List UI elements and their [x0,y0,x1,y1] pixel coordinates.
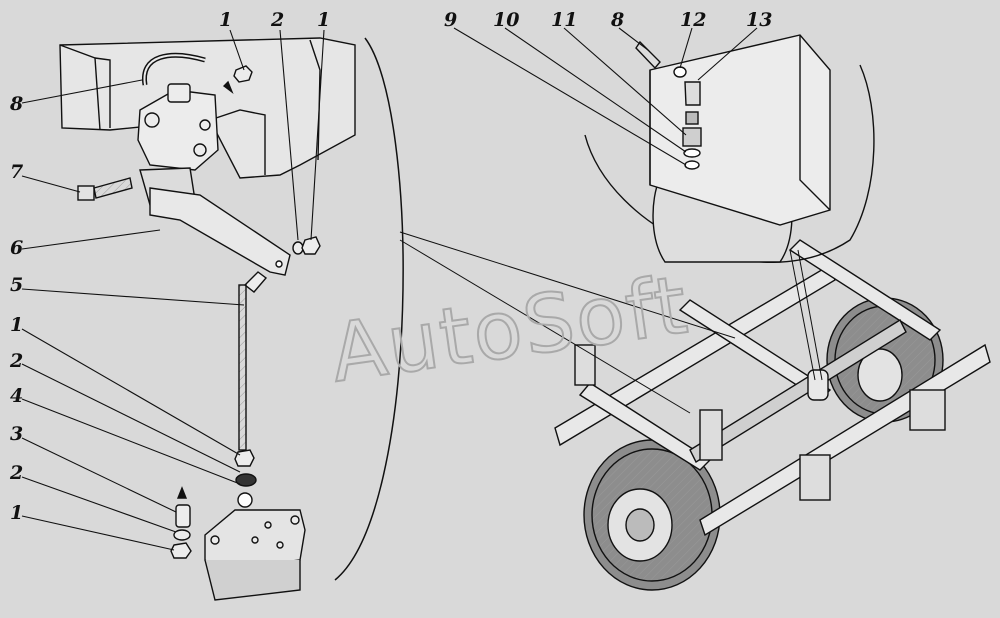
callout-2-mid: 2 [9,350,23,372]
callout-7: 7 [10,161,23,183]
nut-right [301,236,321,255]
callout-13: 13 [746,9,772,31]
air-spring-small [807,369,829,401]
axle-tube [689,319,907,463]
detail-zoom [399,34,875,414]
callout-12: 12 [680,9,706,31]
left-exploded-view [59,37,356,601]
callout-1-top-right: 1 [317,9,330,31]
cross-member-2 [678,299,832,401]
valve-lever [149,187,291,276]
callout-4: 4 [10,385,23,407]
callout-3: 3 [10,423,23,445]
lower-nut [170,542,192,559]
seal-washer [683,148,701,158]
callout-8-left: 8 [9,93,23,115]
chassis-view [554,239,991,591]
callout-9: 9 [444,9,457,31]
callout-1-mid: 1 [10,314,23,336]
callout-1-low: 1 [10,502,23,524]
frame-rail-front [554,263,836,447]
callout-2-low: 2 [9,462,23,484]
o-ring [684,160,700,170]
lower-washer [173,529,191,541]
callout-5: 5 [10,274,23,296]
union-nut [682,127,702,147]
front-wheel [583,439,721,591]
callout-1-top-left: 1 [219,9,232,31]
callout-labels: 1 2 1 8 7 6 5 1 2 4 3 2 1 9 10 11 8 12 1… [9,9,772,524]
bolt [77,177,133,201]
leader-lines [21,27,758,551]
callout-11: 11 [551,9,577,31]
callout-6: 6 [10,237,23,259]
callout-8-right: 8 [610,9,624,31]
elbow-fitting [684,81,701,106]
nut-top [233,65,253,83]
rod-bushing [235,473,257,487]
rod-nut [234,449,255,467]
spacer-sleeve [175,504,191,528]
axle-bracket [204,492,306,601]
callout-10: 10 [493,9,519,31]
tube-end [635,40,661,70]
detail-boundary-left [334,37,404,581]
callout-2-top: 2 [270,9,284,31]
adapter [685,111,699,125]
link-rod [238,271,268,451]
cross-member-3 [788,239,942,341]
